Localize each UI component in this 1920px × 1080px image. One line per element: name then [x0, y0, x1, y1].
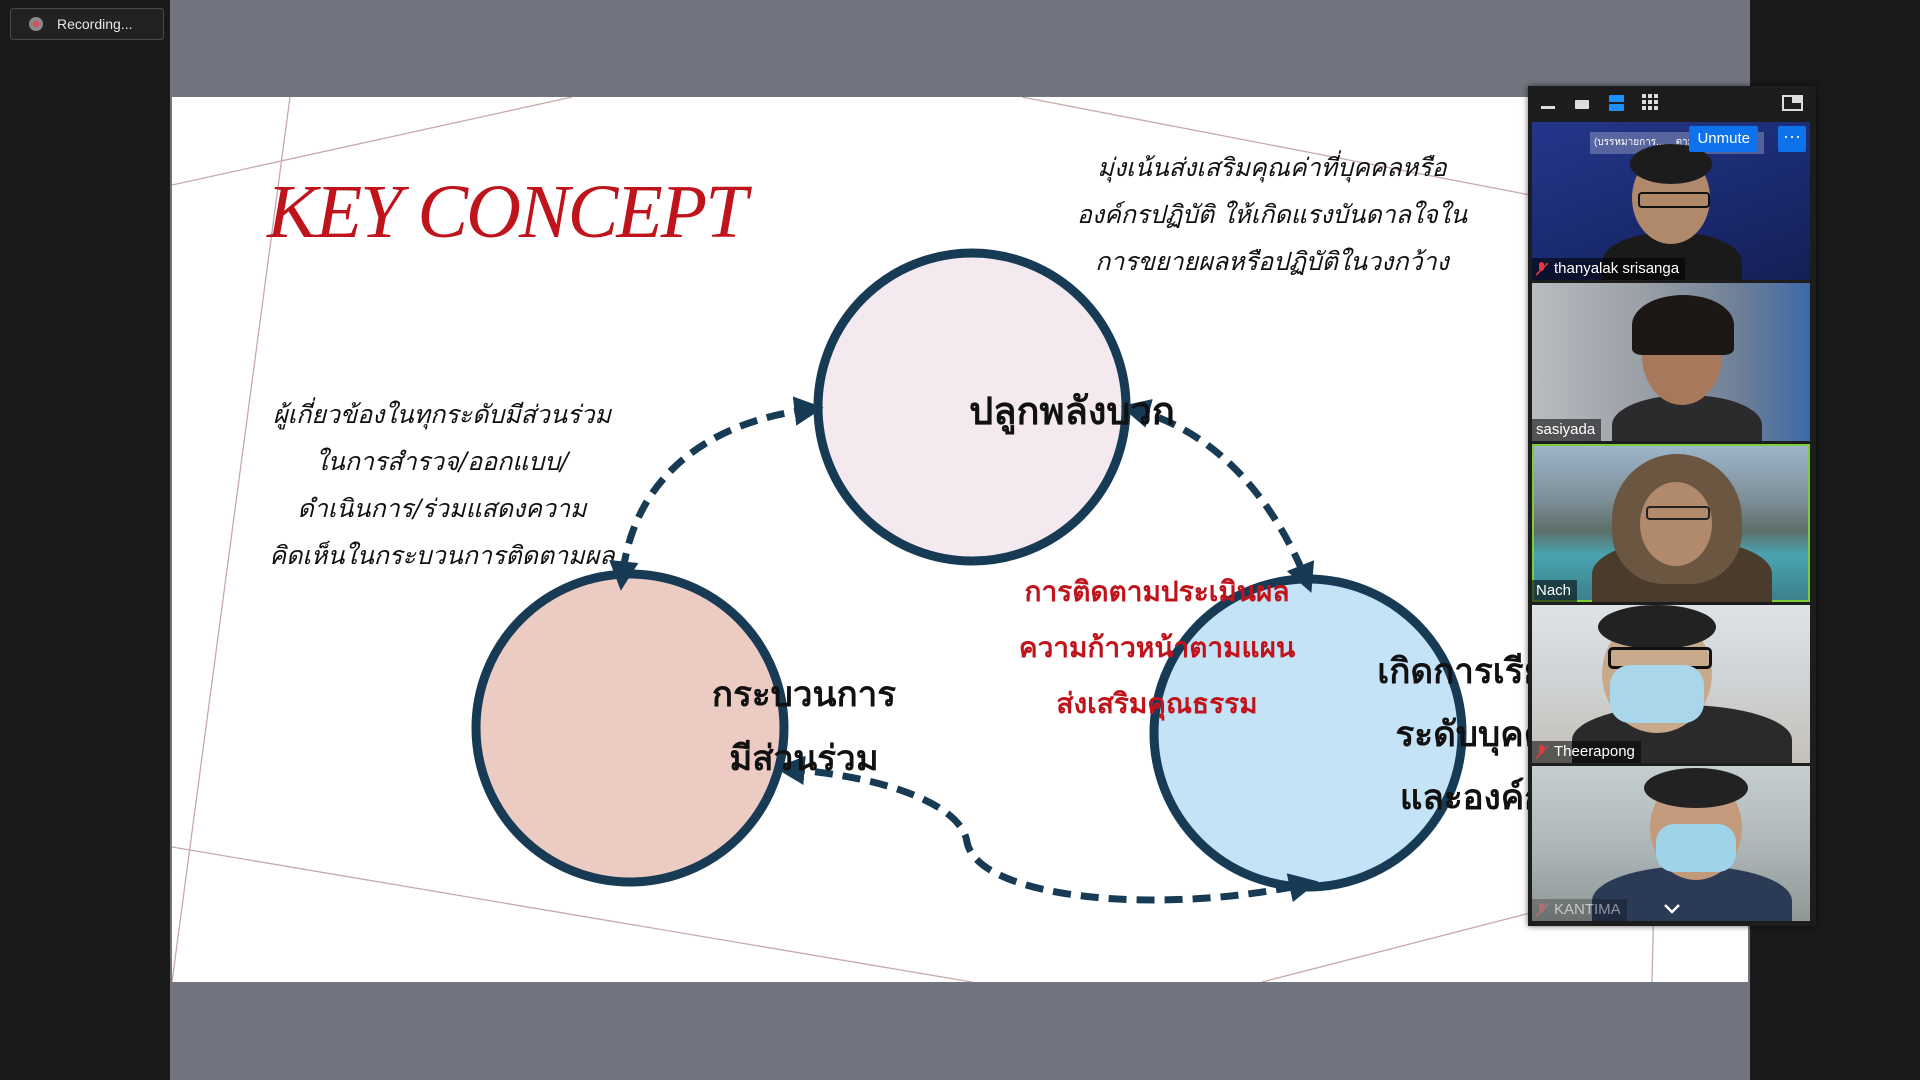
- arrow-bottom: [775, 755, 1319, 904]
- chevron-down-icon[interactable]: [1662, 902, 1682, 916]
- grid-view-icon[interactable]: [1640, 94, 1662, 112]
- participant-name: thanyalak srisanga: [1554, 260, 1680, 277]
- center-line: การติดตามประเมินผล: [1024, 575, 1290, 608]
- unmute-button[interactable]: Unmute: [1689, 126, 1758, 152]
- participant-name: Theerapong: [1554, 743, 1635, 760]
- speaker-view-icon[interactable]: [1572, 94, 1594, 112]
- note-line: คิดเห็นในกระบวนการติดตามผล: [269, 541, 615, 570]
- participant-tile-active-speaker[interactable]: Nach: [1532, 444, 1810, 602]
- center-text: การติดตามประเมินผล ความก้าวหน้าตามแผน ส่…: [957, 564, 1357, 732]
- note-line: ผู้เกี่ยวข้องในทุกระดับมีส่วนร่วม: [272, 400, 611, 429]
- circle-label-line: มีส่วนร่วม: [729, 739, 879, 779]
- participant-name: KANTIMA: [1554, 901, 1621, 918]
- note-line: การขยายผลหรือปฏิบัติในวงกว้าง: [1095, 247, 1449, 276]
- note-line: มุ่งเน้นส่งเสริมคุณค่าที่บุคคลหรือ: [1097, 153, 1447, 182]
- record-icon: [29, 17, 43, 31]
- circle-left-label: กระบวนการ มีส่วนร่วม: [629, 663, 979, 791]
- participant-name-tag: sasiyada: [1532, 419, 1602, 441]
- more-options-button[interactable]: ···: [1778, 126, 1806, 152]
- cycle-diagram: [471, 248, 1467, 904]
- participant-name-tag: thanyalak srisanga: [1532, 258, 1686, 280]
- left-dark-strip: [0, 0, 170, 1080]
- video-gallery-panel: (บรรหมายการ... ...ตามคุณธรรม Unmute ··· …: [1528, 86, 1816, 926]
- note-left: ผู้เกี่ยวข้องในทุกระดับมีส่วนร่วม ในการส…: [232, 391, 652, 579]
- strip-view-icon[interactable]: [1606, 94, 1628, 112]
- participant-tile[interactable]: Theerapong: [1532, 605, 1810, 763]
- participant-name-tag: Nach: [1532, 580, 1578, 602]
- participant-tile[interactable]: sasiyada: [1532, 283, 1810, 441]
- arrow-top-left: [609, 396, 824, 591]
- muted-mic-icon: [1536, 262, 1548, 276]
- center-line: ส่งเสริมคุณธรรม: [1056, 687, 1258, 720]
- circle-label-line: กระบวนการ: [711, 675, 897, 715]
- center-line: ความก้าวหน้าตามแผน: [1018, 631, 1296, 664]
- circle-label-line: ปลูกพลังบวก: [969, 389, 1175, 433]
- circle-top-label: ปลูกพลังบวก: [912, 380, 1232, 442]
- note-line: ในการสำรวจ/ออกแบบ/: [315, 447, 569, 476]
- presentation-slide: KEY CONCEPT มุ่งเน้นส่งเสริมคุณค่าที่บุค…: [172, 97, 1748, 982]
- arrow-top-right: [1120, 399, 1315, 593]
- note-line: องค์กรปฏิบัติ ให้เกิดแรงบันดาลใจใน: [1076, 200, 1468, 229]
- slide-title: KEY CONCEPT: [267, 170, 747, 254]
- minimize-icon[interactable]: [1538, 94, 1560, 112]
- participant-tile[interactable]: (บรรหมายการ... ...ตามคุณธรรม Unmute ··· …: [1532, 122, 1810, 280]
- participant-name-tag: Theerapong: [1532, 741, 1641, 763]
- muted-mic-icon: [1536, 745, 1548, 759]
- recording-label: Recording...: [57, 16, 133, 32]
- participant-name: Nach: [1536, 582, 1572, 599]
- participant-name-tag: KANTIMA: [1532, 899, 1627, 921]
- exit-panel-icon[interactable]: [1782, 94, 1804, 112]
- muted-mic-icon: [1536, 903, 1548, 917]
- note-top: มุ่งเน้นส่งเสริมคุณค่าที่บุคคลหรือ องค์ก…: [1072, 144, 1472, 285]
- participant-name: sasiyada: [1536, 421, 1596, 438]
- participant-tile[interactable]: KANTIMA: [1532, 766, 1810, 921]
- recording-indicator[interactable]: Recording...: [10, 8, 164, 40]
- gallery-toolbar: [1528, 86, 1816, 120]
- note-line: ดำเนินการ/ร่วมแสดงความ: [297, 494, 587, 523]
